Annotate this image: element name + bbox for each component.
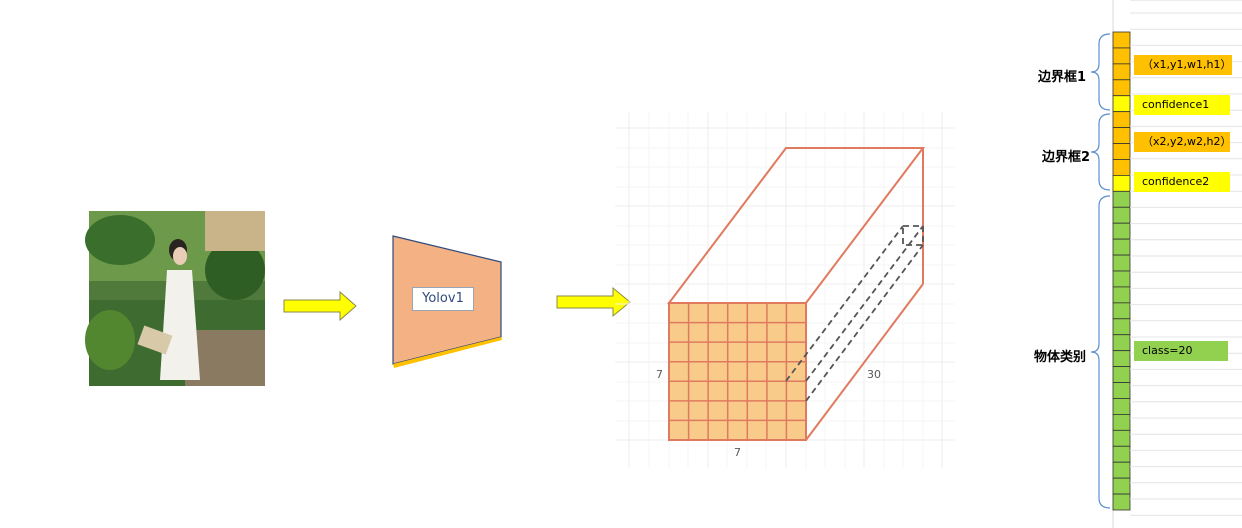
group-label-bbox1: 边界框1: [1038, 70, 1087, 85]
group-label-bbox2: 边界框2: [1042, 150, 1091, 165]
box-confidence-2: confidence2: [1134, 172, 1230, 192]
box-class: class=20: [1134, 341, 1228, 361]
vector-cell: [1112, 111, 1131, 128]
vector-cell: [1112, 95, 1131, 113]
vector-cell: [1112, 79, 1131, 97]
vector-cell: [1112, 334, 1131, 352]
vector-cell: [1112, 413, 1131, 431]
vector-cell: [1112, 143, 1131, 160]
vector-cell: [1112, 159, 1131, 176]
dashed-cell-column: [785, 225, 924, 402]
vector-cell: [1112, 270, 1131, 288]
vector-cell: [1112, 461, 1131, 479]
vector-cell: [1112, 350, 1131, 367]
group-label-class: 物体类别: [1034, 350, 1087, 365]
vector-cell: [1112, 31, 1131, 49]
box-coords-1: （x1,y1,w1,h1）: [1134, 55, 1232, 75]
vector-row-lines: [1130, 12, 1242, 516]
grid-depth-label: 30: [867, 368, 881, 381]
vector-cell: [1112, 238, 1131, 256]
vector-cell: [1112, 206, 1131, 224]
grid-height-label: 7: [656, 368, 663, 381]
vector-cell: [1112, 318, 1131, 336]
front-face-grid: [668, 302, 807, 441]
vector-cell: [1112, 127, 1131, 144]
vector-cell: [1112, 366, 1131, 383]
vector-cell: [1112, 382, 1131, 399]
vector-cell: [1112, 477, 1131, 495]
arrow-1: [283, 290, 357, 322]
vector-cell: [1112, 254, 1131, 272]
vector-cell: [1112, 190, 1131, 208]
box-confidence-1: confidence1: [1134, 95, 1230, 115]
box-coords-2: （x2,y2,w2,h2）: [1134, 132, 1231, 152]
vector-cells: [1112, 31, 1131, 511]
vector-cell: [1112, 286, 1131, 304]
vector-cell: [1112, 302, 1131, 320]
input-photo: [85, 211, 265, 386]
vector-cell: [1112, 47, 1131, 65]
grid-width-label: 7: [734, 446, 741, 459]
vector-cell: [1112, 445, 1131, 463]
vector-cell: [1112, 63, 1131, 81]
vector-cell: [1112, 493, 1131, 511]
vector-cell: [1112, 222, 1131, 240]
group-braces: [1090, 33, 1111, 509]
model-label: Yolov1: [412, 287, 474, 311]
vector-column-grid: [1112, 0, 1242, 528]
vector-cell: [1112, 174, 1131, 192]
vector-cell: [1112, 398, 1131, 415]
vector-cell: [1112, 429, 1131, 447]
arrow-2: [556, 286, 631, 318]
